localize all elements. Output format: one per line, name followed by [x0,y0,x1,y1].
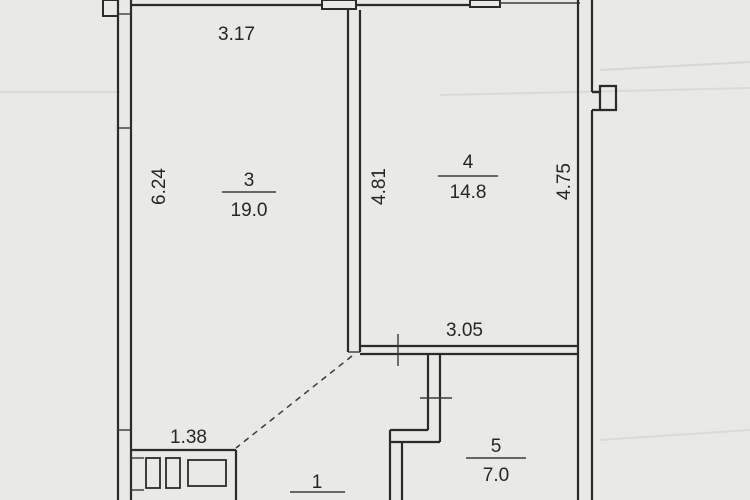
bathroom-walls [388,354,452,500]
outer-right-wall [576,0,618,500]
background-print-ghost [0,61,750,441]
dim-room4-right: 4.75 [554,163,575,200]
room3-area: 19.0 [231,200,268,221]
room5-number: 5 [491,436,502,457]
dim-room3-left: 6.24 [149,168,170,205]
room5-area: 7.0 [483,465,509,486]
partition-wall-3-4 [346,10,362,353]
opening-dashed-line [235,355,353,449]
dim-room4-bottom: 3.05 [446,320,483,341]
top-wall [131,0,580,10]
outer-left-wall [102,0,133,500]
room4-bottom-wall [360,334,578,366]
service-block [131,448,238,500]
dim-room4-left: 4.81 [369,168,390,205]
room3-number: 3 [244,170,255,191]
dim-room3-top: 3.17 [218,24,255,45]
dim-hall-width: 1.38 [170,427,207,448]
room4-number: 4 [463,152,474,173]
room1-number: 1 [312,472,323,493]
room4-area: 14.8 [450,182,487,203]
